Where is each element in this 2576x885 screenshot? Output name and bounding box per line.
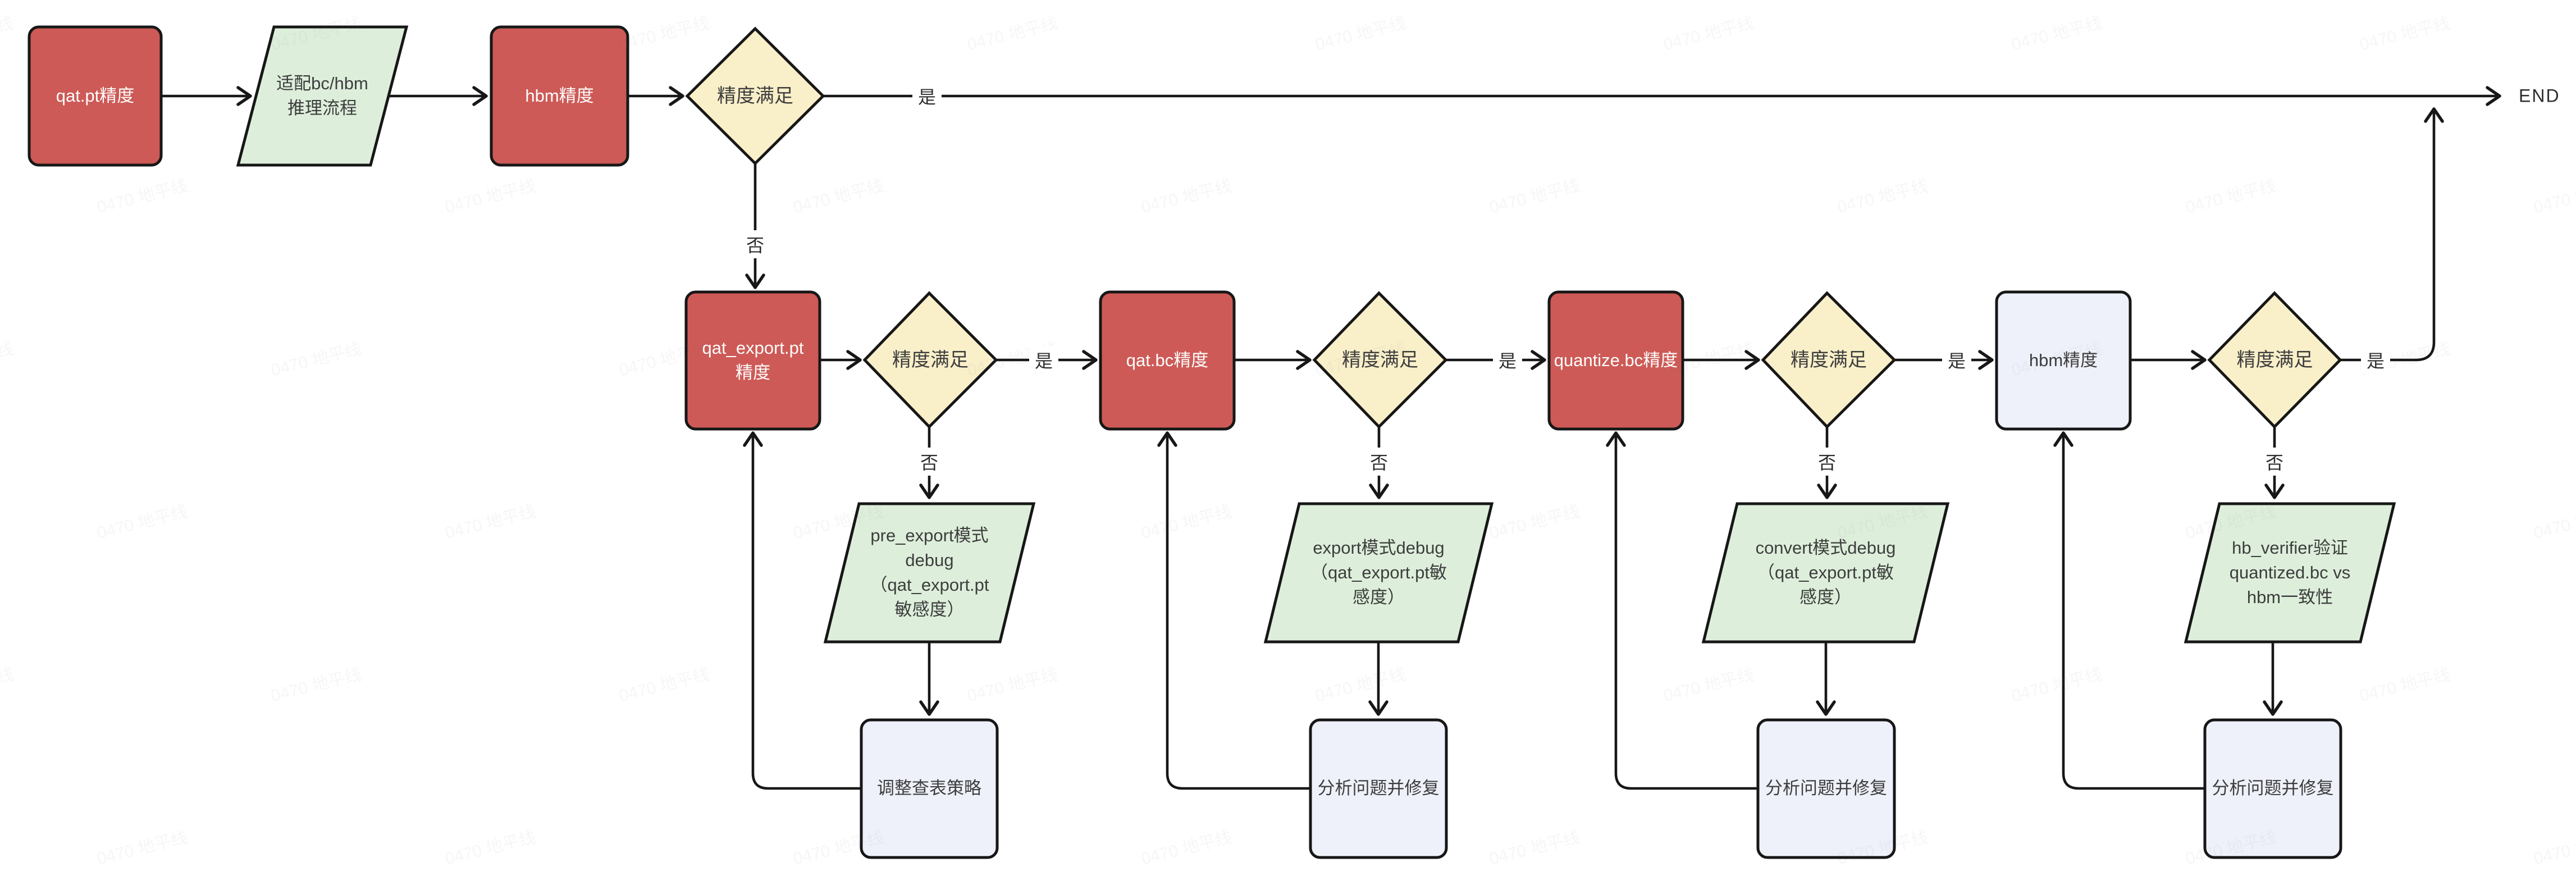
node-qat-pt-accuracy: qat.pt精度 [56,85,135,106]
node-convert-debug: convert模式debug （qat_export.pt敏 感度） [1755,537,1896,607]
node-analyze-fix-1: 分析问题并修复 [1317,778,1440,799]
decision-accuracy-1: 精度满足 [717,85,793,107]
decision-accuracy-5: 精度满足 [2236,349,2313,371]
shape-d5 [2207,291,2342,429]
edge-label-yes-3: 是 [1492,346,1523,374]
node-quantize-bc-accuracy: quantize.bc精度 [1554,350,1678,370]
node-hb-verifier-check: hb_verifier验证 quantized.bc vs hbm一致性 [2229,537,2351,607]
shape-d4 [1761,291,1897,429]
shape-b2 [1309,718,1448,859]
shape-qat-export [684,290,821,431]
node-hbm-accuracy-1: hbm精度 [525,85,594,106]
shape-hbm1 [490,25,629,167]
shape-b1 [860,718,999,859]
decision-accuracy-2: 精度满足 [892,349,969,371]
edge-b3-quantize-loop [1606,431,1758,790]
node-hbm-accuracy-2: hbm精度 [2029,350,2098,370]
decision-accuracy-3: 精度满足 [1342,349,1418,371]
edge-label-yes-4: 是 [1942,346,1972,374]
edge-label-yes-5: 是 [2360,346,2391,374]
edge-label-yes-1: 是 [912,82,942,110]
shape-p2 [1263,502,1494,644]
end-terminal-label: END [2515,84,2564,108]
shape-b4 [2203,718,2342,859]
shape-b3 [1756,718,1896,859]
node-adjust-lut-strategy: 调整查表策略 [877,778,981,799]
shape-qat-bc [1099,290,1236,431]
node-adapt-bc-hbm: 适配bc/hbm 推理流程 [276,73,368,118]
shape-p4 [2184,502,2396,644]
shape-p1 [823,502,1036,644]
node-qat-export-accuracy: qat_export.pt 精度 [702,337,804,382]
edge-b1-qatexport-loop [743,431,861,790]
node-analyze-fix-3: 分析问题并修复 [2212,778,2334,799]
shape-d2 [862,291,998,429]
shape-d3 [1312,291,1448,429]
edge-b4-hbm2-loop [2053,431,2205,790]
node-analyze-fix-2: 分析问题并修复 [1765,778,1887,799]
node-qat-bc-accuracy: qat.bc精度 [1126,350,1209,370]
node-pre-export-debug: pre_export模式 debug （qat_export.pt 敏感度） [870,525,989,620]
edge-label-no-1: 否 [740,230,770,258]
shape-p3 [1701,502,1950,644]
shape-adapt [236,25,409,167]
edge-label-no-4: 否 [1812,448,1842,476]
edge-label-yes-2: 是 [1029,346,1059,374]
shape-quantize-bc [1547,290,1684,431]
decision-accuracy-4: 精度满足 [1791,349,1867,371]
edge-label-no-2: 否 [914,448,944,476]
node-export-debug: export模式debug （qat_export.pt敏 感度） [1310,537,1447,607]
edges [161,86,2501,790]
shapes [28,25,2396,859]
edge-b2-qatbc-loop [1157,431,1310,790]
edge-d5-end-yes [2340,107,2444,362]
edge-label-no-3: 否 [1364,448,1394,476]
edge-label-no-5: 否 [2259,448,2290,476]
shape-start [28,25,163,167]
shape-d1 [685,26,825,166]
shape-hbm2 [1995,290,2132,431]
